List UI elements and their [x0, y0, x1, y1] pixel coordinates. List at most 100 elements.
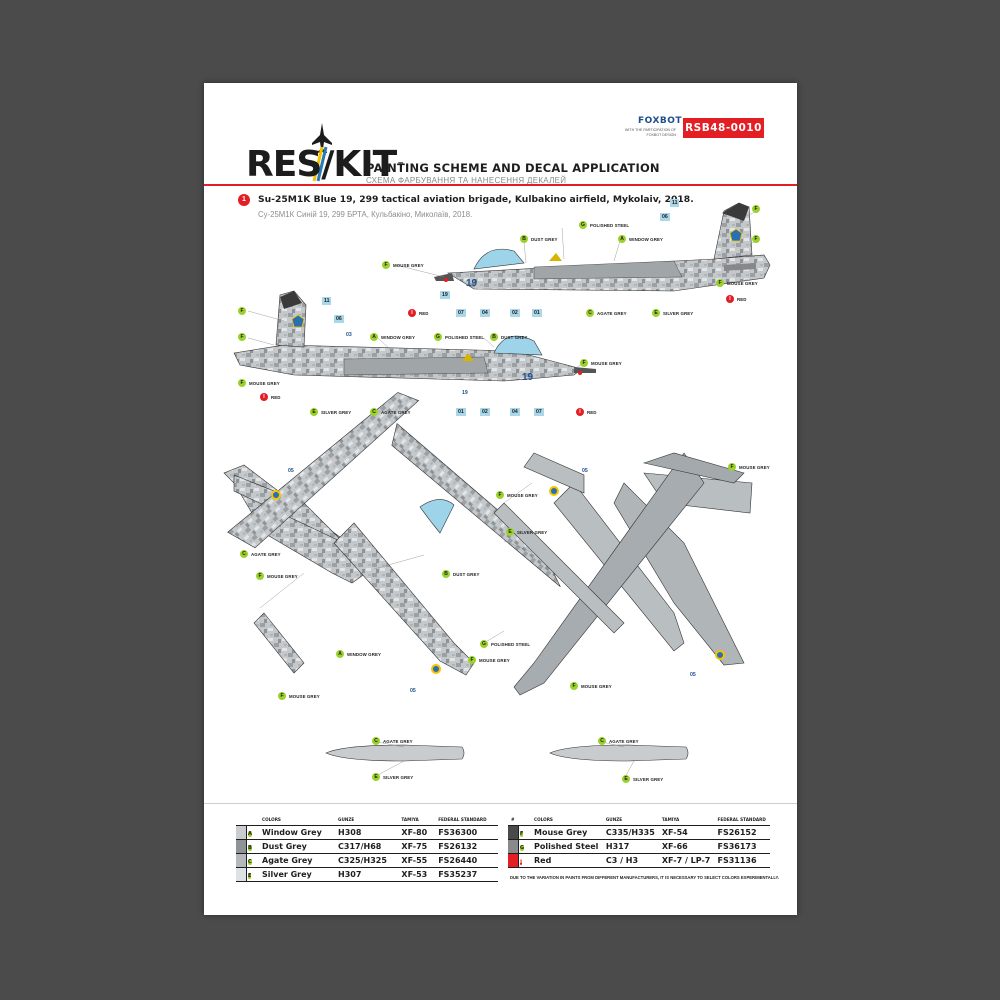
- aircraft-drawings: 19 19: [223, 202, 771, 780]
- partner-subtitle: WITH THE PARTICIPATION OF FOXBOT DESIGN: [625, 128, 676, 137]
- table-row: G Polished Steel H317 XF-66 FS36173: [508, 839, 770, 854]
- decal-number: 04: [510, 408, 520, 416]
- svg-text:19: 19: [466, 278, 478, 289]
- color-swatch: [236, 825, 247, 840]
- color-letter: I: [520, 858, 522, 865]
- tamiya-code: XF-55: [398, 853, 436, 868]
- tamiya-code: XF-66: [658, 839, 715, 854]
- fs-code: FS35237: [435, 867, 498, 882]
- bottom-view: [493, 452, 753, 696]
- color-swatch: [236, 853, 247, 868]
- color-swatch: [508, 853, 519, 868]
- decal-number: 01: [532, 309, 542, 317]
- color-name: Window Grey: [259, 825, 336, 840]
- header-divider: [204, 184, 797, 186]
- header-colors: COLORS: [531, 813, 603, 826]
- header-gunze: GUNZE: [335, 813, 399, 826]
- color-letter: C: [248, 858, 252, 865]
- product-code: RSB48-0010: [683, 118, 764, 138]
- gunze-code: H317: [602, 839, 659, 854]
- fs-code: FS31136: [714, 853, 770, 868]
- fs-code: FS26132: [435, 839, 498, 854]
- jet-silhouette-icon: [312, 123, 332, 153]
- color-swatch: [508, 839, 519, 854]
- side-view-right: 19: [233, 290, 596, 383]
- tamiya-code: XF-80: [398, 825, 436, 840]
- decal-number: 03: [346, 332, 352, 338]
- table-row: A Window Grey H308 XF-80 FS36300: [236, 825, 498, 840]
- header-number: #: [508, 813, 519, 826]
- tamiya-code: XF-7 / LP-7: [658, 853, 715, 868]
- color-letter: A: [248, 830, 252, 837]
- header-gunze: GUNZE: [602, 813, 659, 826]
- color-table-right: # COLORS GUNZE TAMIYA FEDERAL STANDARD F…: [508, 813, 770, 868]
- fs-code: FS36173: [714, 839, 770, 854]
- reskit-logo: RES/KIT™: [246, 144, 404, 185]
- callout-mouse-grey: F: [752, 235, 763, 243]
- callout-mouse-grey: F: [238, 333, 249, 341]
- header-tamiya: TAMIYA: [658, 813, 715, 826]
- header-tamiya: TAMIYA: [398, 813, 436, 826]
- partner-logo: FOXBOT: [638, 116, 683, 126]
- color-name: Dust Grey: [259, 839, 336, 854]
- decal-number: 11: [322, 297, 332, 305]
- profile-caption-ua: Су-25М1К Синій 19, 299 БРТА, Кульбакіно,…: [258, 210, 473, 219]
- decal-number: 05: [410, 688, 416, 694]
- table-row: B Dust Grey C317/H68 XF-75 FS26132: [236, 839, 498, 854]
- decal-number: 07: [456, 309, 466, 317]
- tamiya-code: XF-54: [658, 825, 715, 840]
- side-view-left: 19: [434, 202, 771, 292]
- gunze-code: H308: [335, 825, 399, 840]
- top-view: [223, 392, 561, 676]
- decal-number: 05: [288, 468, 294, 474]
- color-letter: B: [248, 844, 252, 851]
- table-row: E Silver Grey H307 XF-53 FS35237: [236, 867, 498, 882]
- instruction-sheet: RES/KIT™ PAINTING SCHEME AND DECAL APPLI…: [204, 83, 797, 915]
- header-fs: FEDERAL STANDARD: [435, 813, 498, 826]
- gunze-code: C3 / H3: [602, 853, 659, 868]
- table-row: C Agate Grey C325/H325 XF-55 FS26440: [236, 853, 498, 868]
- table-row: F Mouse Grey C335/H335 XF-54 FS26152: [508, 825, 770, 840]
- fs-code: FS36300: [435, 825, 498, 840]
- decal-number: 04: [480, 309, 490, 317]
- profile-caption: Su-25M1K Blue 19, 299 tactical aviation …: [258, 194, 694, 205]
- table-row: I Red C3 / H3 XF-7 / LP-7 FS31136: [508, 853, 770, 868]
- paint-note: DUE TO THE VARIATION IN PAINTS FROM DIFF…: [510, 875, 780, 880]
- fs-code: FS26440: [435, 853, 498, 868]
- color-name: Agate Grey: [259, 853, 336, 868]
- callout-mouse-grey: F: [752, 205, 763, 213]
- color-swatch: [508, 825, 519, 840]
- decal-number: 01: [456, 408, 466, 416]
- decal-number: 19: [440, 291, 450, 299]
- color-name: Silver Grey: [259, 867, 336, 882]
- callout-mouse-grey: F: [238, 307, 249, 315]
- decal-number: 19: [462, 390, 468, 396]
- color-name: Red: [531, 853, 603, 868]
- decal-number: 06: [660, 213, 670, 221]
- color-letter: F: [520, 830, 524, 837]
- color-swatch: [236, 867, 247, 882]
